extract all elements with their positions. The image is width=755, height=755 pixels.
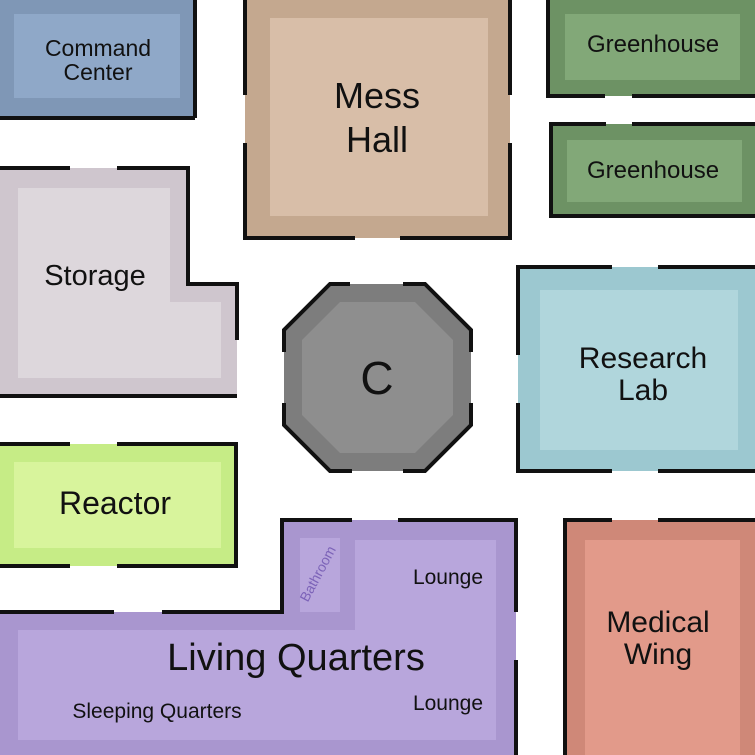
command-center-label-line1: Command [45, 35, 151, 61]
reactor-inner [14, 462, 221, 548]
sleeping-quarters-label: Sleeping Quarters [72, 700, 241, 723]
room-command-center[interactable]: Command Center [0, 0, 197, 120]
room-mess-hall[interactable]: Mess Hall [243, 0, 512, 240]
lounge-upper-label: Lounge [413, 566, 483, 589]
storage-inner [18, 188, 221, 378]
room-storage[interactable]: Storage [0, 166, 239, 398]
command-center-wall [0, 0, 197, 120]
bathroom-partition [300, 538, 340, 612]
research-lab-wall [516, 265, 755, 473]
mess-hall-inner [270, 18, 488, 216]
room-research-lab[interactable]: Research Lab [516, 265, 755, 473]
room-reactor[interactable]: Reactor [0, 442, 238, 568]
core-inner [302, 302, 453, 453]
research-lab-inner [540, 290, 738, 450]
reactor-wall [0, 442, 238, 568]
living-quarters-wall [0, 518, 518, 755]
research-lab-label-line2: Lab [618, 374, 668, 407]
lounge-lower-label: Lounge [413, 692, 483, 715]
command-center-label-line2: Center [63, 59, 132, 85]
reactor-label: Reactor [59, 485, 171, 521]
room-greenhouse-1[interactable]: Greenhouse [546, 0, 755, 98]
core-wall [282, 282, 473, 473]
room-core[interactable]: C [282, 282, 473, 473]
medical-wing-label-line2: Wing [624, 638, 692, 671]
greenhouse-2-inner [567, 140, 742, 202]
medical-wing-label-line1: Medical [606, 606, 709, 639]
mess-hall-wall [243, 0, 512, 240]
room-medical-wing[interactable]: Medical Wing [563, 518, 755, 755]
medical-wing-wall [563, 518, 755, 755]
mess-hall-label-line1: Mess [334, 75, 420, 116]
greenhouse-1-wall [546, 0, 755, 98]
research-lab-label-line1: Research [579, 342, 707, 375]
greenhouse-2-wall [549, 122, 755, 218]
greenhouse-1-label: Greenhouse [587, 31, 719, 58]
command-center-inner [14, 14, 180, 98]
core-label: C [360, 352, 393, 404]
medical-wing-inner [585, 540, 740, 755]
room-living-quarters[interactable]: Living Quarters Bathroom Lounge Lounge S… [0, 518, 518, 755]
living-quarters-label: Living Quarters [167, 637, 425, 679]
living-quarters-inner [18, 540, 496, 740]
greenhouse-1-inner [565, 14, 740, 80]
storage-wall [0, 166, 239, 398]
greenhouse-2-label: Greenhouse [587, 157, 719, 184]
storage-label: Storage [44, 260, 146, 292]
mess-hall-label-line2: Hall [346, 119, 408, 160]
room-greenhouse-2[interactable]: Greenhouse [549, 122, 755, 218]
